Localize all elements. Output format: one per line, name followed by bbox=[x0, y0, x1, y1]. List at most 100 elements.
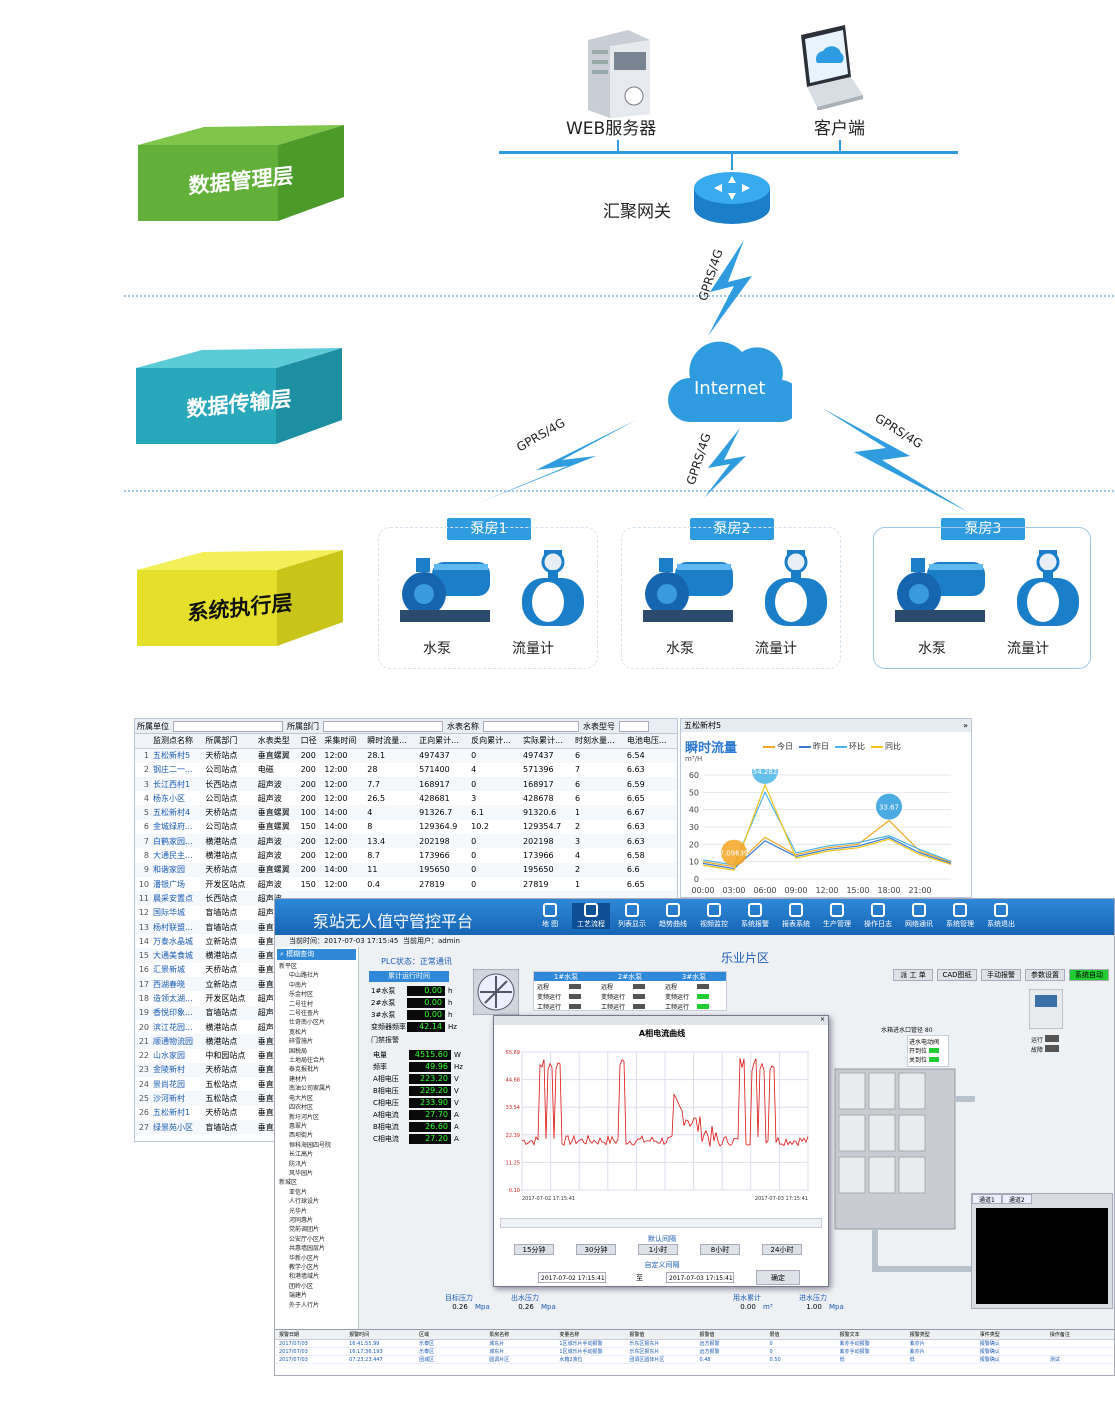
tree-node[interactable]: 土地局往合片 bbox=[289, 1057, 326, 1065]
tree-node[interactable]: 泰克报批片 bbox=[289, 1066, 320, 1074]
alarm-column-header[interactable]: 报警类型 bbox=[909, 1332, 930, 1338]
filter-unit-input[interactable] bbox=[173, 720, 283, 732]
tree-node[interactable]: 长江高片 bbox=[289, 1151, 314, 1159]
scada-action-button[interactable]: 系统自动 bbox=[1069, 969, 1109, 981]
tree-node[interactable]: 公安厅小区片 bbox=[289, 1235, 326, 1243]
tree-node[interactable]: 新平区 bbox=[279, 963, 298, 970]
column-header[interactable]: 所属部门 bbox=[203, 734, 256, 749]
column-header[interactable]: 口径 bbox=[298, 734, 323, 749]
column-header[interactable]: 水表类型 bbox=[255, 734, 299, 749]
legend-entry[interactable]: 昨日 bbox=[799, 742, 829, 751]
period-button[interactable]: 1小时 bbox=[638, 1244, 678, 1255]
menu-item[interactable]: 系统管理 bbox=[941, 903, 979, 929]
legend-entry[interactable]: 同比 bbox=[871, 742, 901, 751]
alarm-column-header[interactable]: 报警日期 bbox=[279, 1332, 300, 1338]
tree-node[interactable]: 和港墙域片 bbox=[289, 1273, 320, 1281]
tree-node[interactable]: 恒科海园四号院 bbox=[289, 1141, 332, 1149]
scada-action-button[interactable]: 手动报警 bbox=[981, 969, 1021, 981]
menu-item[interactable]: 列表显示 bbox=[613, 903, 651, 929]
tree-node[interactable]: 中山路社片 bbox=[289, 972, 320, 980]
alarm-column-header[interactable]: 限值 bbox=[769, 1332, 780, 1338]
tree-search-button[interactable]: ⌕ 模糊查询 bbox=[277, 949, 356, 960]
tree-node[interactable]: 四农村区 bbox=[289, 1104, 314, 1112]
column-header[interactable]: 电池电压... bbox=[624, 734, 677, 749]
menu-item[interactable]: 网络通讯 bbox=[900, 903, 938, 929]
tree-node[interactable]: 教学小区片 bbox=[289, 1264, 320, 1271]
menu-item[interactable]: 地 图 bbox=[531, 903, 569, 929]
flow-panel-tab[interactable]: 五松新村5» bbox=[681, 719, 971, 732]
tree-node[interactable]: 党前调团片 bbox=[289, 1226, 320, 1234]
period-button[interactable]: 30分钟 bbox=[576, 1244, 616, 1255]
menu-item[interactable]: 生产管理 bbox=[818, 903, 856, 929]
alarm-column-header[interactable]: 报警值 bbox=[629, 1332, 645, 1338]
scada-action-button[interactable]: CAD图纸 bbox=[937, 969, 977, 981]
dialog-close-icon[interactable]: × bbox=[819, 1016, 825, 1023]
video-tab[interactable]: 通道2 bbox=[1001, 1194, 1032, 1204]
scada-action-button[interactable]: 参数设置 bbox=[1025, 969, 1065, 981]
start-date-input[interactable]: 2017-07-02 17:15:41 bbox=[538, 1272, 606, 1283]
column-header[interactable]: 正向累计... bbox=[417, 734, 470, 749]
legend-entry[interactable]: 环比 bbox=[835, 742, 865, 751]
tree-node[interactable]: 团岭小区 bbox=[289, 1282, 314, 1290]
filter-model-input[interactable] bbox=[619, 720, 649, 732]
tree-node[interactable]: 仕奇南小区片 bbox=[289, 1019, 326, 1027]
scada-action-button[interactable]: 派 工 单 bbox=[893, 969, 933, 981]
tree-node[interactable]: 共惠墙园层片 bbox=[289, 1245, 326, 1253]
video-screen[interactable] bbox=[976, 1208, 1108, 1304]
column-header[interactable]: 监测点名称 bbox=[151, 734, 204, 749]
tree-node[interactable]: 惠翠片 bbox=[289, 1122, 308, 1130]
filter-dept-input[interactable] bbox=[323, 720, 443, 732]
filter-name-input[interactable] bbox=[483, 720, 579, 732]
alarm-column-header[interactable]: 泵房名称 bbox=[489, 1332, 510, 1338]
menu-item[interactable]: 趋势曲线 bbox=[654, 903, 692, 929]
alarm-column-header[interactable]: 报警值 bbox=[699, 1332, 715, 1338]
column-header[interactable]: 反向累计... bbox=[469, 734, 522, 749]
menu-item[interactable]: 工艺流程 bbox=[572, 903, 610, 929]
tree-node[interactable]: 风华园片 bbox=[289, 1169, 314, 1177]
legend-entry[interactable]: 今日 bbox=[763, 742, 793, 751]
tree-node[interactable]: 中南片 bbox=[289, 981, 308, 989]
tree-node[interactable]: 亚信片 bbox=[289, 1188, 308, 1196]
tree-node[interactable]: 电大片区 bbox=[289, 1094, 314, 1102]
alarm-column-header[interactable]: 报警文本 bbox=[839, 1332, 860, 1338]
period-button[interactable]: 15分钟 bbox=[514, 1244, 554, 1255]
alarm-column-header[interactable]: 区域 bbox=[419, 1332, 430, 1338]
tree-node[interactable]: 光华片 bbox=[289, 1207, 308, 1215]
tree-node[interactable]: 防汛片 bbox=[289, 1160, 308, 1168]
tree-node[interactable]: 二号往村 bbox=[289, 1000, 314, 1008]
column-header[interactable]: 采集时间 bbox=[322, 734, 366, 749]
tree-node[interactable]: 乐金村区 bbox=[289, 991, 314, 999]
tree-node[interactable]: 南油公司家属片 bbox=[289, 1085, 332, 1093]
menu-item[interactable]: 视频监控 bbox=[695, 903, 733, 929]
tree-node[interactable]: 新城区 bbox=[279, 1179, 298, 1187]
tree-node[interactable]: 华新小区片 bbox=[289, 1254, 320, 1262]
column-header[interactable]: 时刻水量... bbox=[572, 734, 625, 749]
menu-item[interactable]: 系统退出 bbox=[982, 903, 1020, 929]
tree-node[interactable]: 二号往查片 bbox=[289, 1010, 320, 1018]
tree-node[interactable]: 碎雪施片 bbox=[289, 1038, 314, 1046]
end-date-input[interactable]: 2017-07-03 17:15:41 bbox=[666, 1272, 734, 1283]
tree-node[interactable]: 外于人行片 bbox=[289, 1301, 320, 1309]
alarm-column-header[interactable]: 变量名称 bbox=[559, 1332, 580, 1338]
tree-node[interactable]: 河同惠片 bbox=[289, 1216, 314, 1224]
tree-node[interactable]: 建材片 bbox=[289, 1075, 308, 1083]
